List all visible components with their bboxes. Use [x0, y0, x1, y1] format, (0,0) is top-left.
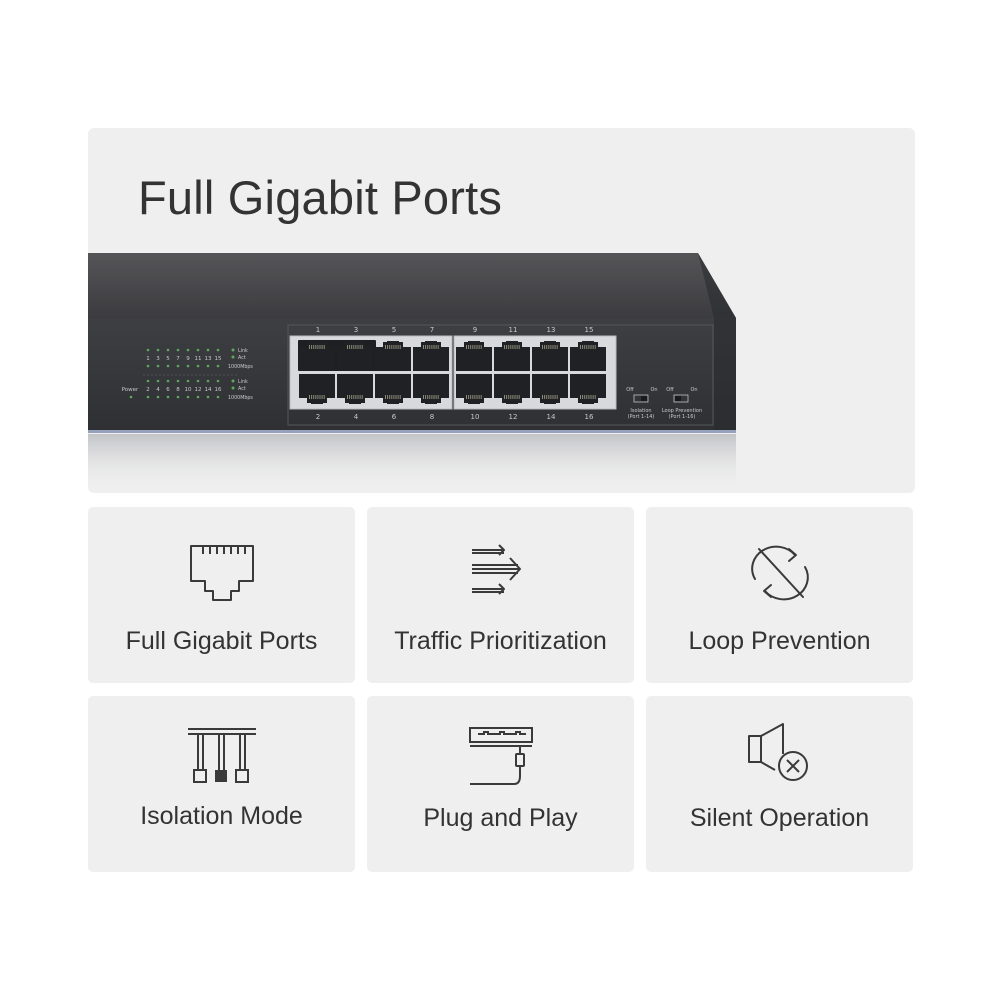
port-number: 12 — [509, 413, 518, 421]
port-number: 6 — [392, 413, 397, 421]
feature-label: Loop Prevention — [688, 627, 871, 655]
traffic-arrows-icon — [471, 544, 521, 595]
led-number: 5 — [166, 356, 170, 362]
rj45-socket — [375, 374, 411, 404]
feature-tile-plug-and-play: Plug and Play — [367, 696, 634, 872]
isolation-range: (Port 1-14) — [628, 414, 655, 420]
led-number: 6 — [166, 387, 170, 393]
led-number: 10 — [185, 387, 192, 393]
loop-prevention-range: (Port 1-16) — [669, 414, 696, 420]
rj45-socket — [456, 341, 492, 371]
led-number: 16 — [215, 387, 222, 393]
rj45-socket — [299, 341, 335, 371]
led-number: 7 — [176, 356, 180, 362]
isolation-off-label: Off — [626, 387, 634, 393]
port-number: 8 — [430, 413, 434, 421]
feature-label: Silent Operation — [689, 804, 870, 832]
led-matrix: 1 3 5 7 9 11 13 15 2 4 6 8 10 12 14 16 P… — [122, 348, 254, 401]
led-legend: Link — [238, 379, 248, 385]
port-number: 13 — [547, 326, 556, 334]
port-number: 3 — [354, 326, 358, 334]
speaker-muted-icon — [747, 723, 808, 781]
feature-tile-silent-operation: Silent Operation — [646, 696, 913, 872]
led-legend: Act — [238, 355, 246, 361]
rj45-socket — [337, 341, 373, 371]
led-number: 9 — [186, 356, 190, 362]
feature-label: Plug and Play — [423, 804, 578, 832]
rj45-socket — [532, 374, 568, 404]
feature-tile-isolation-mode: Isolation Mode — [88, 696, 355, 872]
port-number: 5 — [392, 326, 396, 334]
ethernet-port-icon — [189, 545, 254, 601]
rj45-socket — [299, 374, 335, 404]
port-number: 15 — [585, 326, 594, 334]
led-legend: Act — [238, 386, 246, 392]
feature-label: Full Gigabit Ports — [125, 627, 318, 655]
feature-label: Traffic Prioritization — [394, 627, 607, 655]
rj45-socket-group — [299, 341, 606, 404]
rj45-socket — [494, 341, 530, 371]
isolation-ports-icon — [187, 728, 256, 783]
plug-switch-icon — [468, 727, 533, 785]
rj45-socket — [494, 374, 530, 404]
led-number: 15 — [215, 356, 222, 362]
led-number: 1 — [146, 356, 150, 362]
isolation-label: Isolation — [630, 408, 651, 414]
led-legend: Link — [238, 348, 248, 354]
loop-off-label: Off — [666, 387, 674, 393]
port-number: 4 — [354, 413, 359, 421]
port-number: 2 — [316, 413, 320, 421]
rj45-socket — [532, 341, 568, 371]
power-label: Power — [122, 387, 139, 393]
loop-crossed-icon — [750, 545, 809, 601]
led-legend: 1000Mbps — [228, 364, 253, 370]
led-number: 2 — [146, 387, 150, 393]
rj45-socket — [375, 341, 411, 371]
dip-switch-loop-prevention: Off On Loop Prevention (Port 1-16) — [662, 387, 702, 420]
loop-prevention-label: Loop Prevention — [662, 408, 702, 414]
rj45-socket — [413, 374, 449, 404]
led-number: 12 — [195, 387, 202, 393]
rj45-socket — [570, 374, 606, 404]
port-number: 11 — [509, 326, 518, 334]
port-number: 9 — [473, 326, 477, 334]
port-number: 1 — [316, 326, 320, 334]
hero-banner: Full Gigabit Ports — [88, 128, 915, 493]
led-number: 13 — [205, 356, 212, 362]
port-number: 10 — [471, 413, 480, 421]
rj45-socket — [337, 374, 373, 404]
loop-on-label: On — [690, 387, 697, 393]
feature-label: Isolation Mode — [140, 802, 303, 830]
led-number: 4 — [156, 387, 160, 393]
port-number: 7 — [430, 326, 434, 334]
led-number: 3 — [156, 356, 160, 362]
led-number: 11 — [195, 356, 202, 362]
rj45-socket — [570, 341, 606, 371]
feature-tile-full-gigabit: Full Gigabit Ports — [88, 507, 355, 683]
led-legend: 1000Mbps — [228, 395, 253, 401]
dip-switch-isolation: Off On Isolation (Port 1-14) — [626, 387, 657, 420]
feature-tile-traffic-prioritization: Traffic Prioritization — [367, 507, 634, 683]
feature-tile-loop-prevention: Loop Prevention — [646, 507, 913, 683]
led-number: 14 — [205, 387, 212, 393]
isolation-on-label: On — [650, 387, 657, 393]
port-number: 14 — [547, 413, 556, 421]
network-switch-illustration: 1 3 5 7 9 11 13 15 2 4 6 8 10 12 14 16 P… — [88, 253, 736, 493]
rj45-socket — [413, 341, 449, 371]
hero-title: Full Gigabit Ports — [138, 171, 503, 224]
rj45-socket — [456, 374, 492, 404]
led-number: 8 — [176, 387, 180, 393]
port-number: 16 — [585, 413, 594, 421]
